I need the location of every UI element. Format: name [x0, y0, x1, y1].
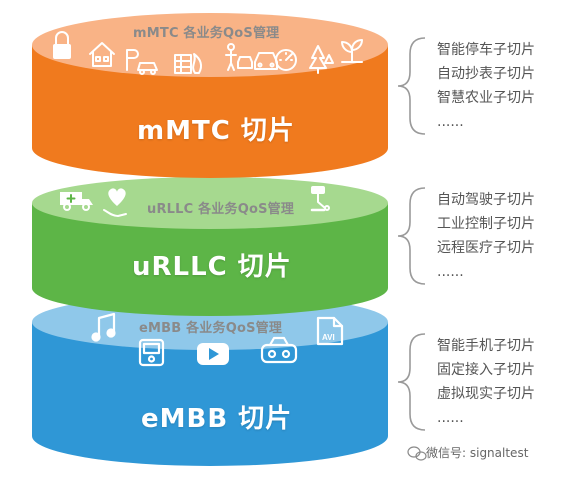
play-button-icon — [197, 343, 229, 365]
house-icon — [89, 42, 115, 67]
embb-subslice-list: 智能手机子切片 固定接入子切片 虚拟现实子切片 ...... — [437, 334, 567, 430]
embb-subslice-item: ...... — [437, 410, 464, 426]
vr-headset-icon — [260, 336, 298, 364]
mmtc-top-label: mMTC 各业务QoS管理 — [133, 26, 280, 41]
mmtc-brace — [397, 37, 426, 135]
robot-arm-icon — [310, 186, 330, 212]
embb-title: eMBB 切片 — [141, 404, 293, 434]
embb-subslice-item: 虚拟现实子切片 — [437, 386, 535, 402]
music-note-icon — [91, 312, 116, 342]
avi-file-icon — [316, 316, 344, 346]
mmtc-subslice-item: 智慧农业子切片 — [437, 90, 535, 106]
urllc-subslice-list: 自动驾驶子切片 工业控制子切片 远程医疗子切片 ...... — [437, 188, 567, 284]
embb-top-label: eMBB 各业务QoS管理 — [139, 321, 283, 336]
building-fire-icon — [174, 53, 203, 74]
urllc-brace — [397, 187, 426, 285]
braces — [397, 37, 426, 431]
mmtc-title: mMTC 切片 — [137, 116, 295, 146]
mmtc-subslice-list: 智能停车子切片 自动抄表子切片 智慧农业子切片 ...... — [437, 38, 567, 134]
urllc-subslice-item: ...... — [437, 264, 464, 280]
gauge-icon — [275, 49, 297, 71]
urllc-subslice-item: 自动驾驶子切片 — [437, 192, 535, 208]
lock-icon — [53, 31, 71, 59]
parking-car-icon — [126, 49, 158, 75]
urllc-subslice-item: 工业控制子切片 — [437, 216, 535, 232]
mmtc-subslice-item: 智能停车子切片 — [437, 42, 535, 58]
mmtc-subslice-item: 自动抄表子切片 — [437, 66, 535, 82]
heart-hand-icon — [103, 188, 127, 217]
embb-subslice-item: 智能手机子切片 — [437, 338, 535, 354]
person-car-icon — [225, 43, 253, 71]
sprout-icon — [341, 39, 363, 63]
avi-file-label: AVI — [322, 333, 335, 342]
media-player-icon — [138, 338, 165, 367]
trees-icon — [309, 45, 334, 74]
watermark-text: 微信号: signaltest — [426, 446, 529, 460]
embb-subslice-item: 固定接入子切片 — [437, 362, 535, 378]
wechat-icon — [407, 446, 427, 461]
urllc-top-label: uRLLC 各业务QoS管理 — [147, 202, 295, 217]
mmtc-cylinder — [32, 13, 388, 178]
mmtc-subslice-item: ...... — [437, 114, 464, 130]
urllc-title: uRLLC 切片 — [132, 252, 292, 282]
ambulance-icon — [60, 192, 93, 211]
embb-brace — [397, 333, 426, 431]
urllc-subslice-item: 远程医疗子切片 — [437, 240, 535, 256]
